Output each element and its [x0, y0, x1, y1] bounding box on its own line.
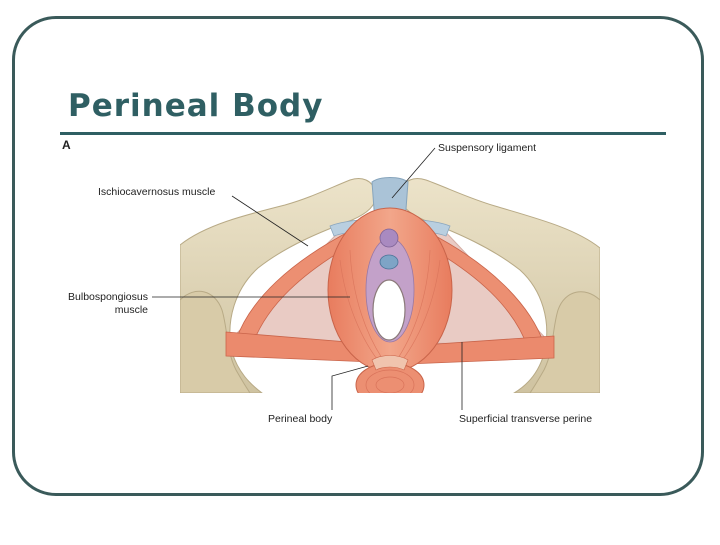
perineal-body-center — [371, 355, 409, 371]
figure-panel-letter: A — [62, 138, 71, 152]
label-bulbospongiosus-line2: muscle — [114, 304, 148, 316]
label-perineal-body: Perineal body — [268, 413, 333, 425]
title-rule — [60, 132, 666, 135]
label-bulbospongiosus-line1: Bulbospongiosus — [68, 291, 148, 303]
label-bulbospongiosus: Bulbospongiosus muscle — [56, 291, 148, 317]
leader-perineal-body — [331, 365, 369, 410]
leader-suspensory — [391, 147, 436, 199]
vagina-opening — [372, 279, 406, 341]
urethra-shape — [379, 254, 399, 270]
clitoris-shape — [379, 228, 399, 248]
label-suspensory-ligament: Suspensory ligament — [438, 142, 537, 154]
label-ischiocavernosus: Ischiocavernosus muscle — [98, 186, 216, 198]
slide-title: Perineal Body — [68, 88, 324, 124]
label-superficial-transverse: Superficial transverse perine — [459, 413, 593, 425]
leader-ischio — [231, 195, 309, 247]
